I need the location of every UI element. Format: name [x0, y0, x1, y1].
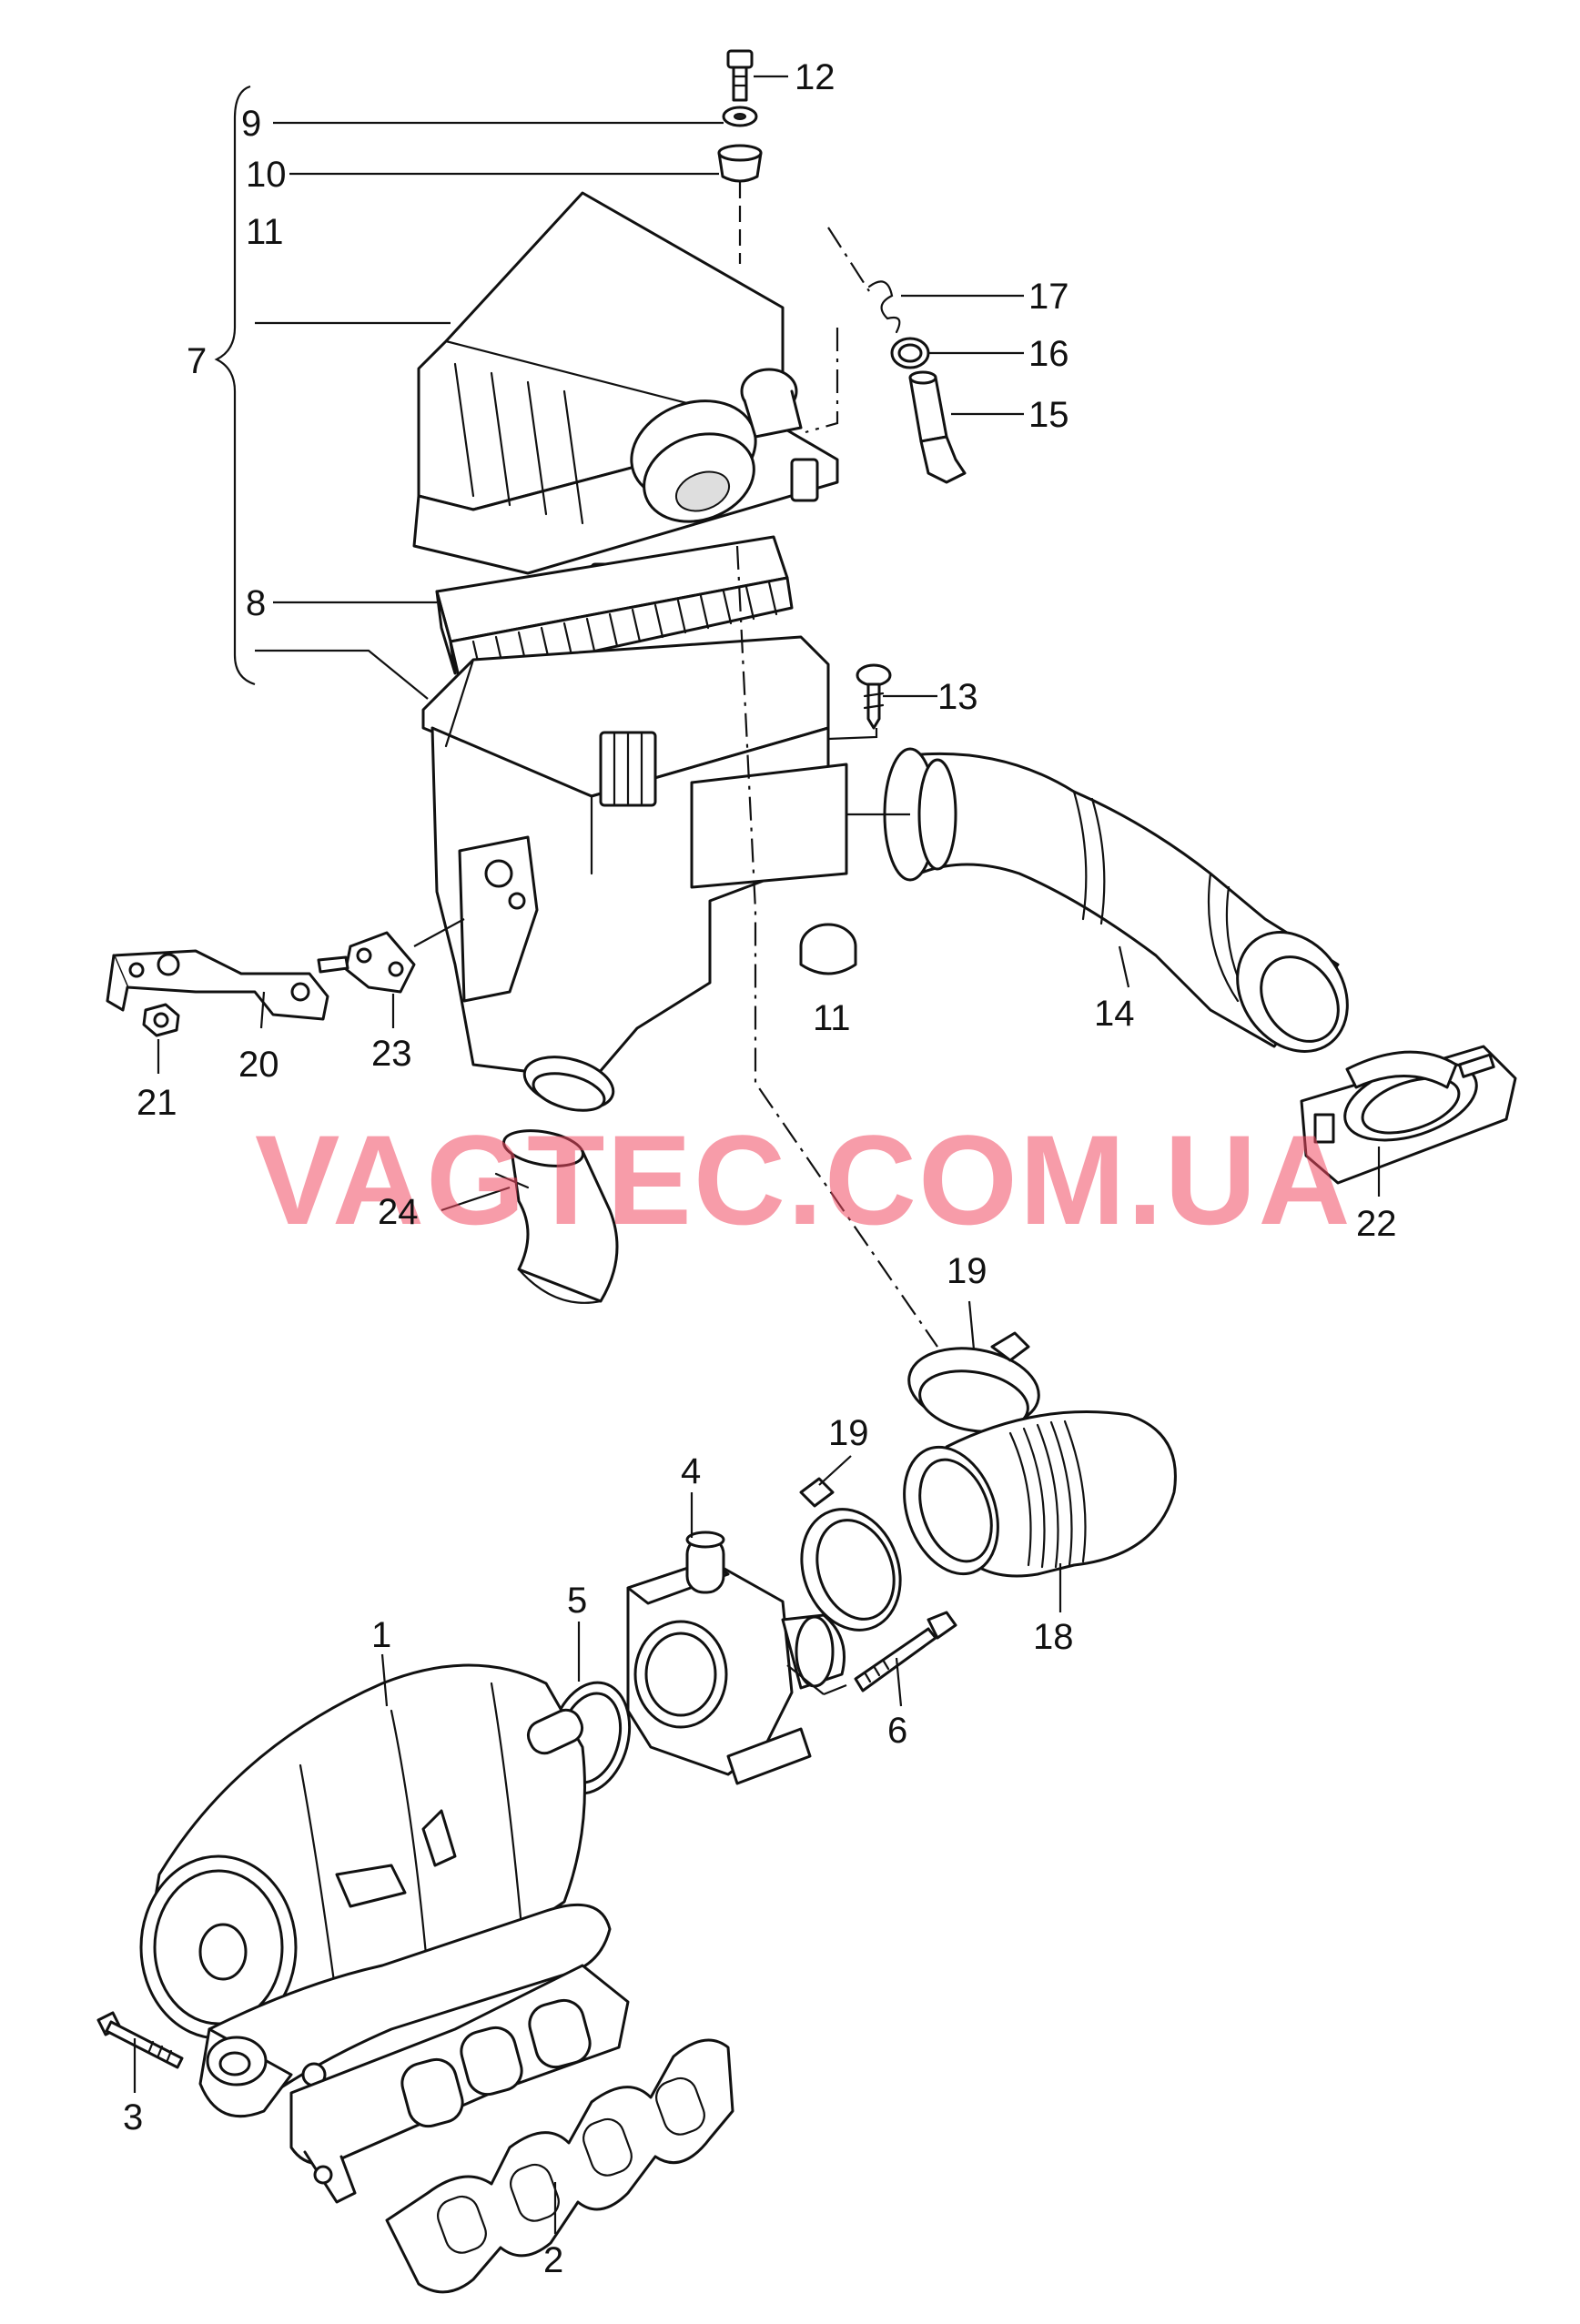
callout-11: 11 — [246, 212, 284, 252]
callout-18: 18 — [1033, 1617, 1074, 1657]
callout-8: 8 — [246, 583, 266, 623]
callout-13: 13 — [937, 677, 978, 717]
plug-11 — [799, 923, 857, 975]
callout-11-plug: 11 — [813, 998, 851, 1038]
watermark: VAGTEC.COM.UA — [255, 1108, 1352, 1251]
screw-13 — [856, 663, 892, 730]
intake-manifold-1 — [139, 1663, 630, 2204]
damper-23 — [317, 931, 416, 994]
stud-3 — [96, 2011, 184, 2069]
callout-15: 15 — [1028, 395, 1069, 435]
callout-numbers: 12 9 10 11 7 8 17 16 15 13 11 14 20 21 2… — [123, 57, 1397, 2280]
leader-lines — [133, 75, 1381, 2234]
callout-12: 12 — [795, 57, 836, 97]
callout-20: 20 — [238, 1045, 279, 1085]
callout-4: 4 — [681, 1451, 701, 1491]
callout-21: 21 — [137, 1083, 177, 1123]
nut-21 — [142, 1003, 180, 1037]
callout-19-lower: 19 — [828, 1413, 869, 1453]
clamp-19-lower — [799, 1477, 902, 1632]
o-ring-16 — [890, 337, 930, 369]
callout-16: 16 — [1028, 334, 1069, 374]
group-brace-7 — [214, 85, 256, 686]
callout-24: 24 — [378, 1192, 419, 1232]
clamp-19-upper — [907, 1331, 1040, 1433]
elbow-hose-18 — [903, 1410, 1177, 1578]
bolt-6 — [854, 1611, 957, 1692]
bolt-12 — [726, 49, 754, 102]
callout-17: 17 — [1028, 277, 1069, 317]
callout-5: 5 — [567, 1581, 587, 1621]
sensor-15 — [908, 370, 967, 484]
hose-24 — [494, 1129, 619, 1304]
callout-14: 14 — [1094, 994, 1135, 1034]
bracket-20 — [106, 949, 329, 1021]
callout-22: 22 — [1356, 1204, 1397, 1244]
callout-7: 7 — [187, 341, 207, 381]
throttle-body-4 — [626, 1531, 846, 1785]
clip-17 — [867, 280, 901, 334]
callout-10: 10 — [246, 155, 287, 195]
air-filter-lid-7 — [412, 191, 839, 611]
washer-9 — [722, 106, 758, 127]
callout-6: 6 — [887, 1711, 907, 1751]
manifold-gasket-2 — [385, 2038, 734, 2294]
callout-19-upper: 19 — [947, 1251, 988, 1291]
callout-3: 3 — [123, 2097, 143, 2137]
air-filter-housing-lower — [421, 635, 848, 1112]
inlet-nozzle-22 — [1300, 1045, 1517, 1185]
callout-23: 23 — [371, 1034, 412, 1074]
callout-2: 2 — [543, 2240, 563, 2280]
callout-1: 1 — [371, 1615, 391, 1655]
intake-hose-14 — [883, 747, 1349, 1053]
grommet-10 — [717, 144, 763, 183]
callout-9: 9 — [241, 104, 261, 144]
